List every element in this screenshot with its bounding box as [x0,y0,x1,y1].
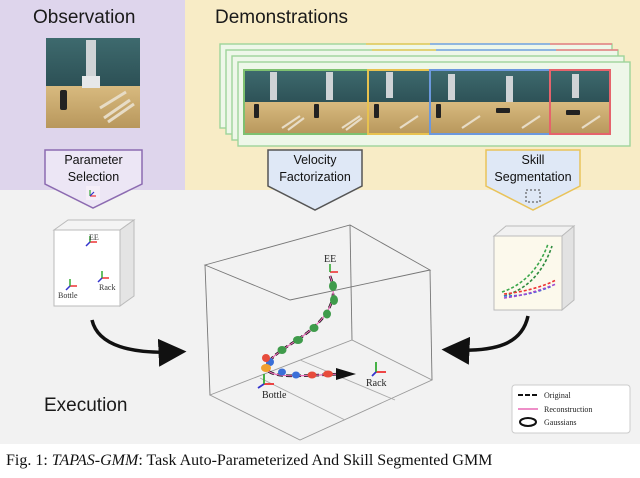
plot-ee-label: EE [324,254,336,265]
segmentation-cube [492,224,576,312]
demonstration-front-strip [243,69,611,135]
parameter-selection-line2: Selection [67,170,120,184]
execution-trajectory [257,264,386,389]
plot-rack-label: Rack [366,378,387,389]
legend-original: Original [544,391,571,400]
caption-italic: TAPAS-GMM [51,452,139,469]
velocity-line2: Factorization [279,170,351,184]
legend-reconstruction: Reconstruction [544,405,592,414]
observation-title: Observation [33,7,136,28]
parameter-selection-shape [44,149,143,209]
skill-segmentation-button: Skill Segmentation [486,152,580,186]
observation-scene-image [46,38,140,128]
legend-gaussians: Gaussians [544,418,576,427]
cube-bottle-label: Bottle [58,291,78,300]
cube-rack-label: Rack [99,283,115,292]
axes-small-icon [86,186,100,200]
right-arrow [441,315,530,365]
caption-prefix: Fig. 1: [6,452,52,469]
velocity-factorization-button: Velocity Factorization [268,152,362,186]
cube-ee-label: EE [89,233,99,242]
figure-caption: Fig. 1: TAPAS-GMM: Task Auto-Parameteriz… [0,452,640,470]
execution-title: Execution [44,395,128,416]
left-arrow [90,319,187,367]
skill-line1: Skill [521,153,545,167]
skill-segmentation-shape [485,149,581,211]
velocity-factorization-shape [267,149,363,211]
segmentation-small-icon [525,189,541,203]
parameter-selection-line1: Parameter [64,153,123,167]
plot-bottle-label: Bottle [262,390,287,401]
parameter-selection-button: Parameter Selection [45,152,142,186]
execution-3d-plot [203,224,434,441]
velocity-line1: Velocity [293,153,337,167]
caption-rest: : Task Auto-Parameterized And Skill Segm… [138,452,493,469]
frames-cube [52,219,136,307]
plot-legend [511,384,631,434]
skill-line2: Segmentation [494,170,572,184]
diagram-graphics: EE Bottle Rack EE Bottle Rack Original R… [44,38,631,441]
demonstrations-title: Demonstrations [215,7,349,28]
